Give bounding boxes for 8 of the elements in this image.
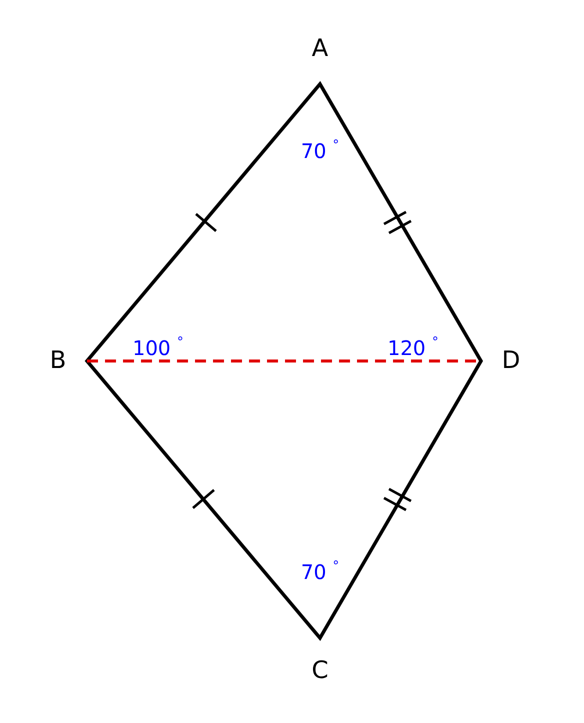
vertex-label: C bbox=[312, 658, 328, 682]
angle-label: 70 $^{°}$ bbox=[300, 139, 340, 161]
angle-label: 100 $^{°}$ bbox=[132, 336, 184, 358]
vertex-label: D bbox=[502, 348, 520, 372]
angle-label: 70 $^{°}$ bbox=[300, 560, 340, 582]
vertex-label: B bbox=[50, 348, 66, 372]
angle-label: 120 $^{°}$ bbox=[387, 336, 439, 358]
vertex-label: A bbox=[312, 36, 328, 60]
